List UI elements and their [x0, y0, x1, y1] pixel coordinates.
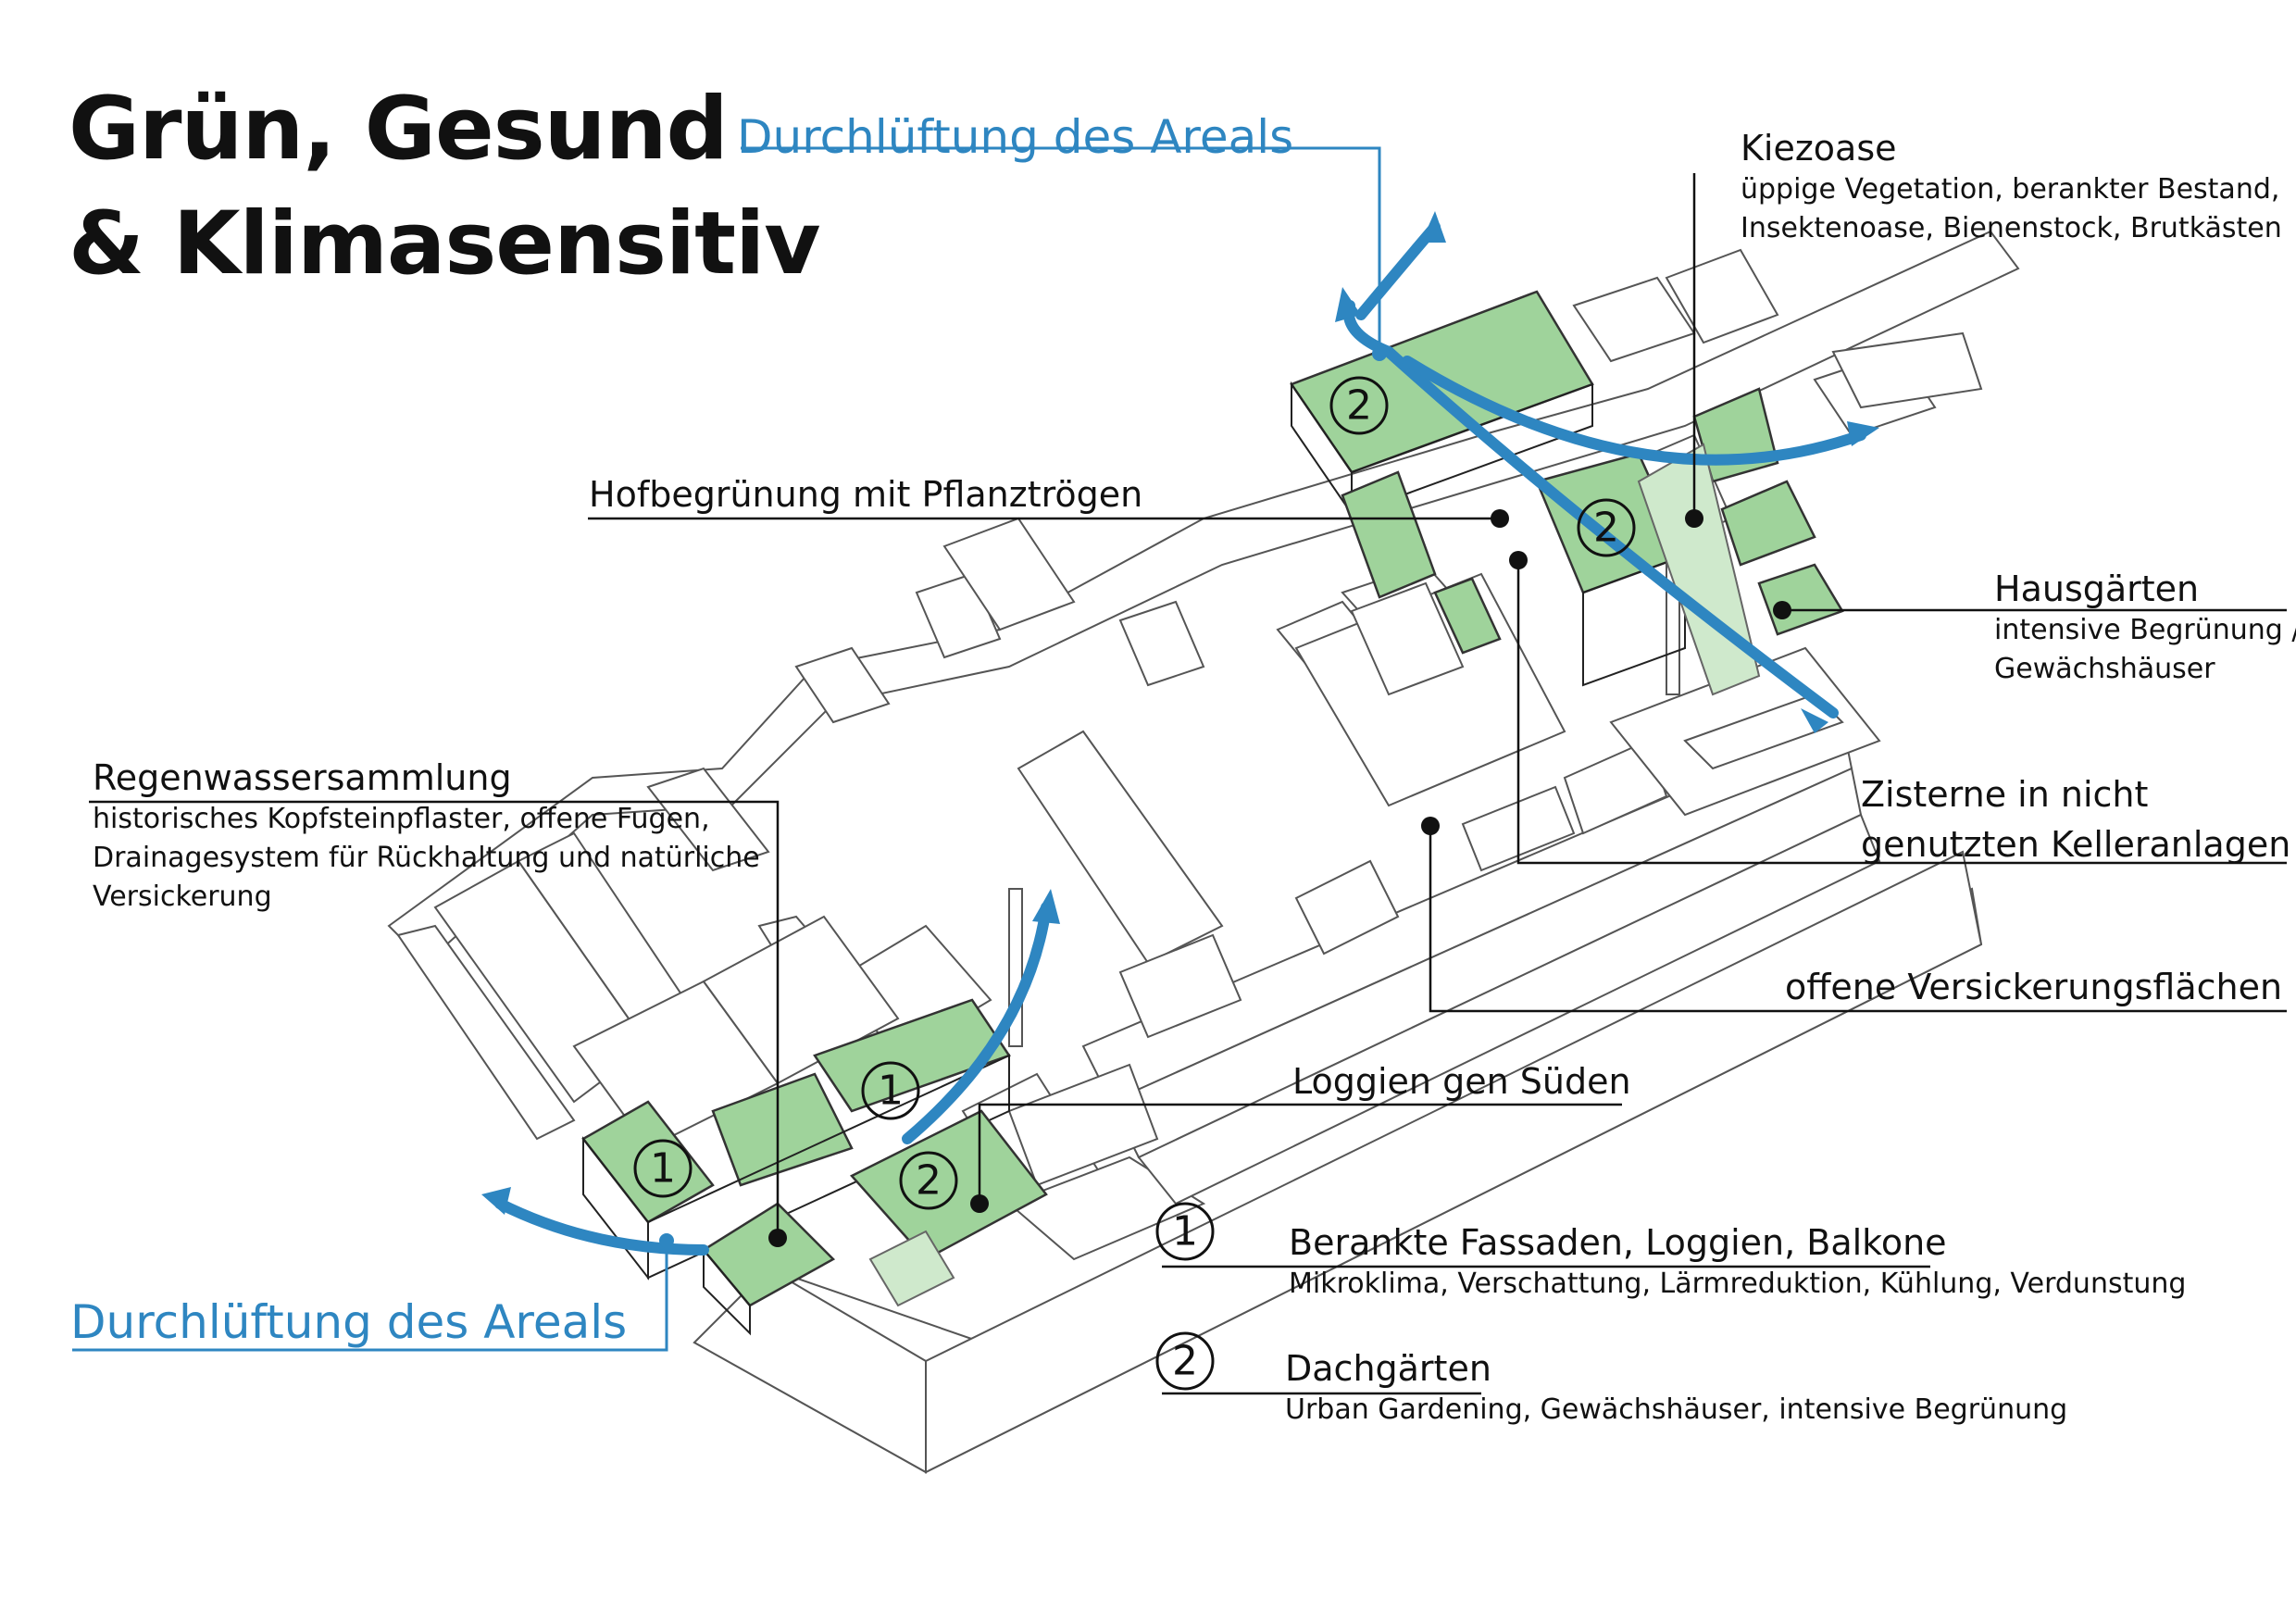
leader-airflow-top	[741, 146, 1381, 354]
leader-lines	[72, 146, 2287, 1395]
map-badge-lower: 2	[899, 1151, 958, 1210]
leader-zisterne	[1516, 560, 2287, 865]
airflow-arrowhead-top-2	[1335, 287, 1361, 322]
hausgaerten-title: Hausgärten	[1994, 568, 2200, 609]
hausgaerten-line-1: intensive Begrünung /	[1994, 614, 2296, 646]
legend-item-2: Dachgärten Urban Gardening, Gewächshäuse…	[1285, 1346, 2067, 1430]
legend-badge-1: 1	[1155, 1202, 1215, 1261]
leader-versickerung	[1429, 826, 2287, 1013]
svg-text:2: 2	[1172, 1338, 1198, 1385]
airflow-arrowhead-right	[1847, 421, 1879, 446]
hofbegruenung-title: Hofbegrünung mit Pflanztrögen	[589, 474, 1143, 515]
legend-item-1-desc: Mikroklima, Verschattung, Lärmreduktion,…	[1289, 1268, 2187, 1300]
svg-text:1: 1	[650, 1145, 676, 1193]
page-title-line-2: & Klimasensitiv	[69, 194, 821, 294]
airflow-arrow-bottom-left	[494, 1198, 709, 1255]
leader-dot-regenwasser	[768, 1229, 787, 1247]
regenwasser-annotation: Regenwassersammlung historisches Kopfste…	[93, 756, 760, 917]
leader-dot-airflow-top	[1372, 346, 1387, 361]
leader-dot-zisterne	[1509, 551, 1528, 569]
airflow-arrow-main	[1383, 346, 1839, 718]
airflow-arrowhead-main	[1801, 708, 1828, 733]
airflow-arrowhead-bottom-left	[481, 1187, 511, 1215]
page-title-line-1: Grün, Gesund	[69, 79, 729, 180]
svg-text:1: 1	[878, 1068, 904, 1115]
context-buildings	[387, 230, 2020, 1474]
legend-badge-2: 2	[1155, 1331, 1215, 1391]
zisterne-annotation: Zisterne in nicht genutzten Kelleranlage…	[1861, 772, 2290, 867]
page-title: Grün, Gesund & Klimasensitiv	[69, 72, 821, 302]
airflow-label-top: Durchlüftung des Areals	[737, 110, 1294, 164]
regenwasser-line-2: Drainagesystem für Rückhaltung und natür…	[93, 842, 760, 874]
svg-text:1: 1	[1172, 1208, 1198, 1255]
hausgaerten-annotation: Hausgärten intensive Begrünung / Gewächs…	[1994, 567, 2296, 689]
airflow-label-bottom: Durchlüftung des Areals	[70, 1295, 628, 1349]
leader-regenwasser	[89, 800, 780, 1238]
legend-item-1-title: Berankte Fassaden, Loggien, Balkone	[1289, 1222, 1947, 1263]
leader-dot-hofbegruenung	[1491, 509, 1509, 528]
kiezoase-title: Kiezoase	[1741, 128, 1897, 169]
legend-badges: 1 2	[1155, 1202, 1215, 1391]
legend-item-1: Berankte Fassaden, Loggien, Balkone Mikr…	[1289, 1220, 2186, 1304]
airflow-arrow-bottom-up	[902, 902, 1052, 1144]
zisterne-line-2: genutzten Kelleranlagen	[1861, 824, 2291, 865]
hausgaerten-line-2: Gewächshäuser	[1994, 653, 2215, 685]
versickerung-title: offene Versickerungsflächen	[1785, 967, 2283, 1007]
map-badge-top: 2	[1329, 376, 1389, 435]
legend-item-2-desc: Urban Gardening, Gewächshäuser, intensiv…	[1285, 1393, 2068, 1426]
svg-text:2: 2	[1346, 382, 1372, 430]
zisterne-line-1: Zisterne in nicht	[1861, 774, 2149, 815]
leader-dot-versickerung	[1421, 817, 1440, 835]
airflow-arrows	[481, 211, 1879, 1255]
svg-text:2: 2	[916, 1157, 942, 1205]
leader-dot-kiezoase	[1685, 509, 1703, 528]
kiezoase-annotation: Kiezoase üppige Vegetation, berankter Be…	[1741, 126, 2282, 248]
airflow-arrow-right	[1402, 356, 1866, 466]
airflow-arrowhead-bottom-up	[1032, 889, 1060, 924]
svg-text:2: 2	[1593, 505, 1619, 552]
map-badges: 2 2 1 1 2	[633, 376, 1636, 1210]
map-badge-left-bar: 1	[633, 1139, 693, 1198]
kiezoase-line-2: Insektenoase, Bienenstock, Brutkästen	[1741, 212, 2282, 244]
leader-airflow-bottom	[72, 1241, 668, 1352]
regenwasser-line-1: historisches Kopfsteinpflaster, offene F…	[93, 803, 710, 835]
leader-dot-loggien	[970, 1194, 989, 1213]
loggien-title: Loggien gen Süden	[1292, 1061, 1631, 1102]
leader-dot-airflow-bottom	[659, 1233, 674, 1248]
airflow-arrowhead-top-1	[1421, 211, 1446, 243]
leader-loggien	[978, 1103, 1622, 1204]
map-badge-mid-bar: 1	[861, 1061, 920, 1120]
kiezoase-line-1: üppige Vegetation, berankter Bestand,	[1741, 173, 2280, 206]
leader-dot-hausgaerten	[1773, 601, 1791, 619]
map-badge-right-tower: 2	[1577, 498, 1636, 557]
regenwasser-line-3: Versickerung	[93, 881, 272, 913]
regenwasser-title: Regenwassersammlung	[93, 757, 512, 798]
legend-item-2-title: Dachgärten	[1285, 1348, 1491, 1389]
